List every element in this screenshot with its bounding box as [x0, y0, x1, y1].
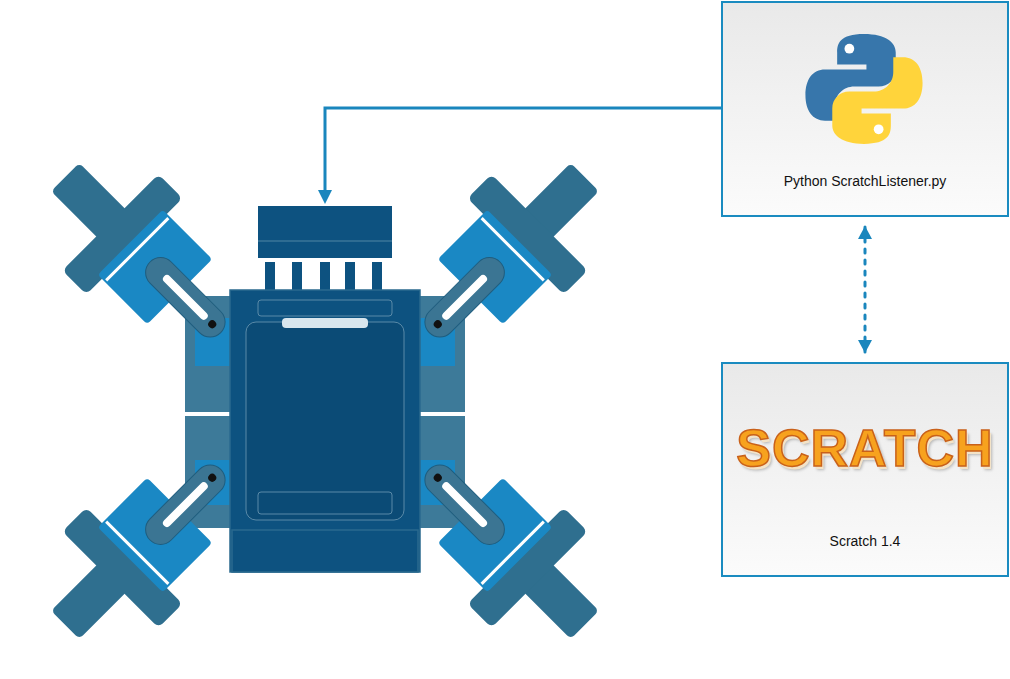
- dotted-connector: [864, 227, 867, 352]
- robot-leg: [17, 129, 269, 381]
- robot: [185, 206, 465, 572]
- process-box: SCRATCH Scratch 1.4: [721, 362, 1009, 577]
- logo-wordmark: SCRATCH: [723, 418, 1007, 478]
- process-box: Python ScratchListener.py: [721, 1, 1009, 217]
- box-label: Scratch 1.4: [723, 532, 1007, 550]
- box-ground: [722, 363, 1008, 576]
- box-label: Python ScratchListener.py: [723, 172, 1007, 190]
- box-ground: [722, 2, 1008, 216]
- wire-arrowhead: [318, 190, 332, 204]
- wire: [325, 108, 721, 192]
- robot-leg: [381, 421, 633, 673]
- robot-leg: [381, 129, 633, 381]
- python-logo: [805, 34, 922, 144]
- robot-leg: [17, 421, 269, 673]
